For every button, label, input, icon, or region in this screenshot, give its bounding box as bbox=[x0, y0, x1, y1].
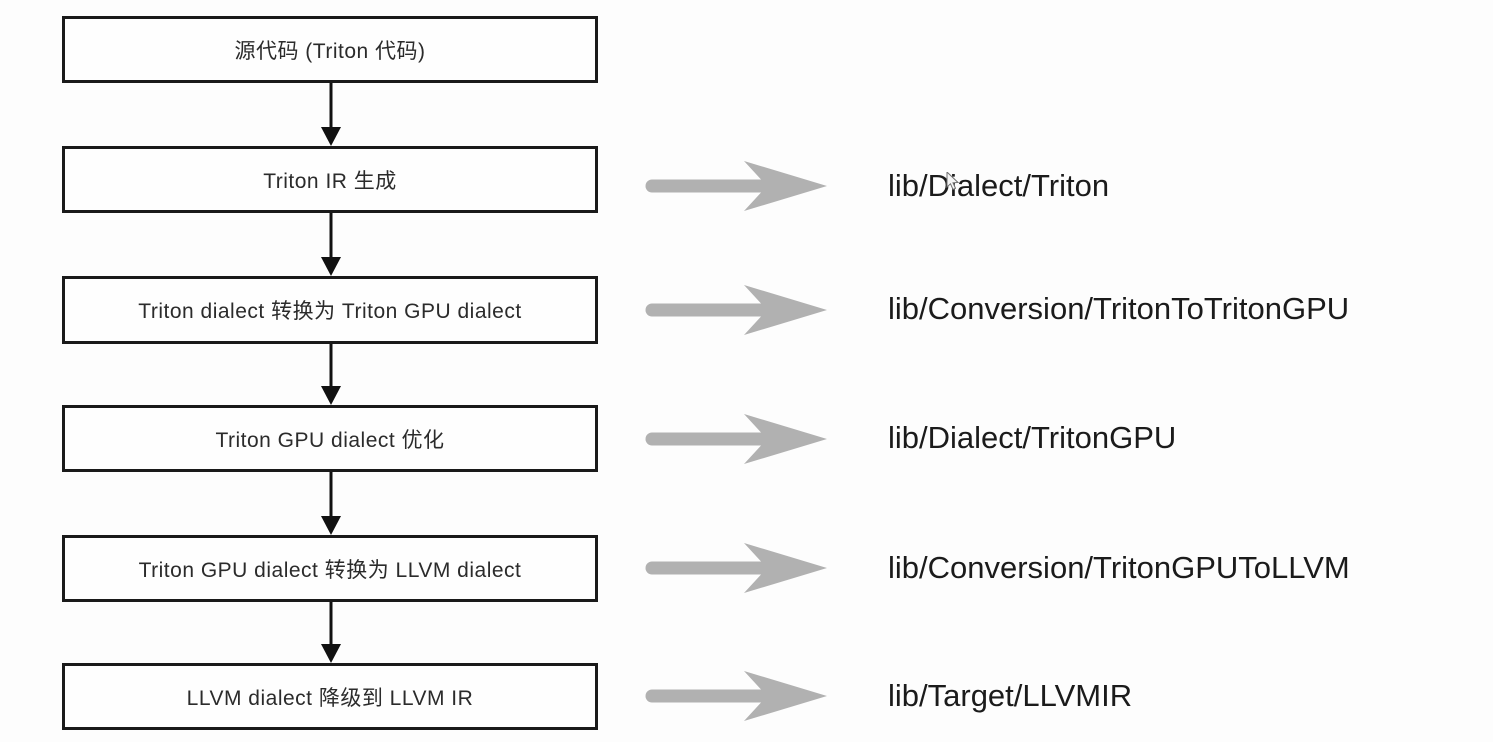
flow-box-label: 源代码 (Triton 代码) bbox=[234, 39, 426, 63]
flow-box-llvm-lowering: LLVM dialect 降级到 LLVM IR bbox=[62, 663, 598, 730]
right-arrow-icon bbox=[645, 161, 827, 211]
down-arrow-icon bbox=[321, 602, 341, 663]
flow-box-triton-to-tritongpu: Triton dialect 转换为 Triton GPU dialect bbox=[62, 276, 598, 344]
flow-box-tritongpu-optimize: Triton GPU dialect 优化 bbox=[62, 405, 598, 472]
right-arrow-icon bbox=[645, 414, 827, 464]
path-label: lib/Dialect/TritonGPU bbox=[888, 420, 1177, 455]
flow-box-label: Triton dialect 转换为 Triton GPU dialect bbox=[138, 300, 522, 323]
down-arrow-icon bbox=[321, 213, 341, 276]
flow-box-triton-ir: Triton IR 生成 bbox=[62, 146, 598, 213]
path-label: lib/Target/LLVMIR bbox=[888, 678, 1133, 713]
path-label: lib/Conversion/TritonGPUToLLVM bbox=[888, 550, 1350, 585]
right-arrow-icon bbox=[645, 285, 827, 335]
right-arrow-icon bbox=[645, 671, 827, 721]
flow-box-tritongpu-to-llvm: Triton GPU dialect 转换为 LLVM dialect bbox=[62, 535, 598, 602]
flow-box-label: Triton IR 生成 bbox=[263, 169, 397, 193]
flow-box-source-code: 源代码 (Triton 代码) bbox=[62, 16, 598, 83]
down-arrow-icon bbox=[321, 83, 341, 146]
flow-box-label: Triton GPU dialect 优化 bbox=[215, 428, 445, 452]
flow-box-label: Triton GPU dialect 转换为 LLVM dialect bbox=[138, 558, 522, 582]
flow-box-label: LLVM dialect 降级到 LLVM IR bbox=[186, 686, 474, 710]
right-arrow-icon bbox=[645, 543, 827, 593]
down-arrow-icon bbox=[321, 344, 341, 405]
path-label: lib/Dialect/Triton bbox=[888, 168, 1110, 203]
down-arrow-icon bbox=[321, 472, 341, 535]
path-label: lib/Conversion/TritonToTritonGPU bbox=[888, 291, 1350, 326]
mouse-cursor-icon bbox=[946, 172, 960, 191]
